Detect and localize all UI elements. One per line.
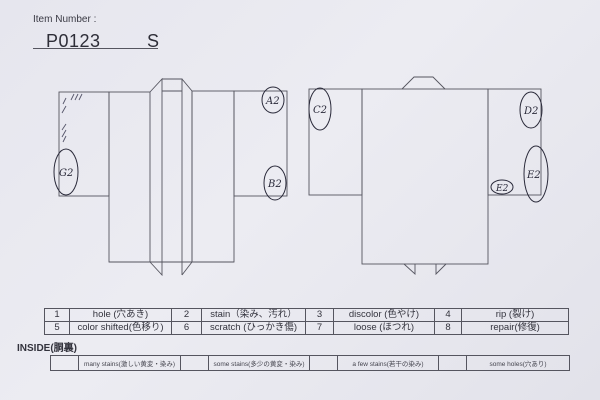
legend-num: 6: [171, 321, 202, 335]
mark-label-d2: D2: [523, 106, 538, 117]
inside-checkbox-few-stains[interactable]: [309, 355, 338, 371]
legend-num: 7: [305, 321, 334, 335]
legend-label: loose (ほつれ): [333, 321, 435, 335]
front-left-body: [108, 91, 151, 263]
mark-circle-d2: [519, 91, 543, 129]
mark-label-g2: G2: [59, 168, 73, 179]
legend-row: 1 hole (穴あき) 2 stain（染み、汚れ） 3 discolor (…: [44, 308, 569, 322]
kimono-back-diagram: [308, 76, 542, 276]
mark-label-b2: B2: [267, 179, 282, 190]
item-number-label: Item Number :: [33, 14, 97, 25]
inside-label-few-stains: a few stains(若干の染み): [337, 355, 439, 371]
legend-label: discolor (色やけ): [333, 308, 435, 322]
legend-row: 5 color shifted(色移り) 6 scratch (ひっかき傷) 7…: [44, 321, 569, 335]
inside-label-some-stains: some stains(多少の黄変・染み): [208, 355, 310, 371]
legend-label: hole (穴あき): [69, 308, 172, 322]
back-right-sleeve: [487, 88, 542, 196]
front-collar-center: [162, 78, 183, 275]
front-collar-left: [149, 77, 163, 277]
legend-num: 4: [434, 308, 462, 322]
kimono-front-diagram: [58, 77, 288, 277]
mark-label-e2-small: E2: [495, 184, 509, 194]
legend-label: repair(修復): [461, 321, 569, 335]
legend-label: stain（染み、汚れ）: [201, 308, 306, 322]
inside-condition-table: many stains(激しい黄変・染み) some stains(多少の黄変・…: [50, 355, 570, 371]
legend-num: 5: [44, 321, 70, 335]
mark-circle-g2: [53, 148, 79, 196]
mark-circle-b2: [263, 165, 287, 201]
damage-marks: [53, 86, 549, 203]
back-hem-tab-right: [435, 263, 447, 276]
inside-checkbox-some-holes[interactable]: [438, 355, 467, 371]
front-right-sleeve: [233, 90, 288, 197]
mark-label-a2: A2: [265, 96, 280, 107]
mark-circle-e2-large: [523, 145, 549, 203]
damage-legend-table: 1 hole (穴あき) 2 stain（染み、汚れ） 3 discolor (…: [44, 308, 569, 335]
back-body: [361, 88, 489, 265]
inside-section-title: INSIDE(胴裏): [17, 343, 77, 354]
front-collar-right: [181, 78, 193, 276]
legend-num: 1: [44, 308, 70, 322]
mark-circle-e2-small: [490, 179, 514, 195]
legend-label: rip (裂け): [461, 308, 569, 322]
inside-row: many stains(激しい黄変・染み) some stains(多少の黄変・…: [50, 355, 570, 371]
mark-label-e2-large: E2: [526, 170, 541, 181]
front-right-body: [191, 90, 235, 263]
inside-checkbox-some-stains[interactable]: [180, 355, 209, 371]
legend-label: scratch (ひっかき傷): [201, 321, 306, 335]
legend-num: 3: [305, 308, 334, 322]
damage-mark-labels: A2 B2 G2 C2 D2 E2 E2: [59, 96, 541, 194]
mark-circle-c2: [308, 87, 332, 131]
back-collar-top: [401, 76, 446, 90]
legend-num: 8: [434, 321, 462, 335]
item-number-underline: [33, 48, 158, 49]
stain-hatch-marks: [61, 93, 83, 143]
front-left-sleeve: [58, 91, 110, 197]
mark-label-c2: C2: [313, 105, 327, 116]
legend-num: 2: [171, 308, 202, 322]
inside-label-many-stains: many stains(激しい黄変・染み): [78, 355, 181, 371]
back-hem-tab-left: [403, 263, 416, 276]
legend-label: color shifted(色移り): [69, 321, 172, 335]
mark-circle-a2: [261, 86, 285, 114]
inside-checkbox-many-stains[interactable]: [50, 355, 79, 371]
item-number-value: P0123 S: [46, 31, 160, 51]
inside-label-some-holes: some holes(穴あり): [466, 355, 570, 371]
